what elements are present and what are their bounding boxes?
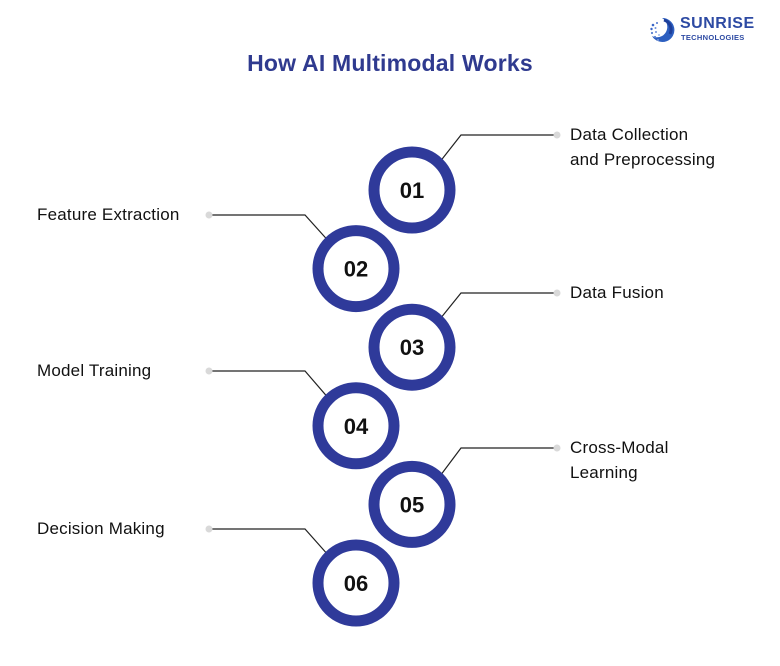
step-ring-02: 02 — [312, 225, 400, 313]
step-label-line: Model Training — [37, 361, 152, 380]
step-connector — [438, 444, 561, 478]
step-number: 01 — [400, 178, 424, 203]
step-ring-05: 05 — [368, 460, 456, 548]
step-connector — [205, 525, 330, 557]
step-circle — [368, 146, 456, 234]
page-title: How AI Multimodal Works — [247, 50, 533, 76]
logo-subtitle: TECHNOLOGIES — [681, 33, 745, 42]
connector-dot — [553, 444, 561, 452]
step-label-line: Decision Making — [37, 519, 165, 538]
step-connector — [205, 367, 330, 400]
step-label-03: Data Fusion — [570, 280, 664, 305]
step-connector — [438, 289, 561, 321]
connector-dot — [553, 131, 561, 139]
step-ring-01: 01 — [368, 146, 456, 234]
step-number: 02 — [344, 257, 368, 282]
step-label-04: Model Training — [37, 358, 151, 383]
step-number: 04 — [344, 414, 369, 439]
step-number: 03 — [400, 335, 424, 360]
connector-dot — [205, 211, 213, 219]
step-circle — [312, 225, 400, 313]
sunrise-swirl-icon — [650, 17, 675, 42]
step-label-line: Learning — [570, 463, 638, 482]
step-ring-06: 06 — [312, 539, 400, 627]
step-label-line: Data Fusion — [570, 283, 664, 302]
step-label-line: and Preprocessing — [570, 150, 716, 169]
step-number: 05 — [400, 492, 424, 517]
step-circle — [368, 460, 456, 548]
step-label-02: Feature Extraction — [37, 202, 180, 227]
step-number: 06 — [344, 571, 368, 596]
rings-layer: 01 02 03 04 05 06 — [312, 146, 456, 627]
step-ring-03: 03 — [368, 303, 456, 391]
step-circle — [368, 303, 456, 391]
step-connector — [205, 211, 330, 243]
logo-name: SUNRISE — [680, 15, 755, 32]
step-label-line: Feature Extraction — [37, 205, 180, 224]
brand-logo: SUNRISE TECHNOLOGIES — [648, 15, 778, 47]
step-circle — [312, 539, 400, 627]
connectors-layer — [205, 131, 561, 557]
step-ring-04: 04 — [312, 382, 400, 470]
connector-dot — [205, 367, 213, 375]
step-circle — [312, 382, 400, 470]
step-label-line: Cross-Modal — [570, 438, 669, 457]
connector-dot — [553, 289, 561, 297]
step-label-06: Decision Making — [37, 516, 165, 541]
connector-dot — [205, 525, 213, 533]
step-label-01: Data Collection and Preprocessing — [570, 122, 715, 172]
step-label-line: Data Collection — [570, 125, 689, 144]
step-connector — [438, 131, 561, 164]
